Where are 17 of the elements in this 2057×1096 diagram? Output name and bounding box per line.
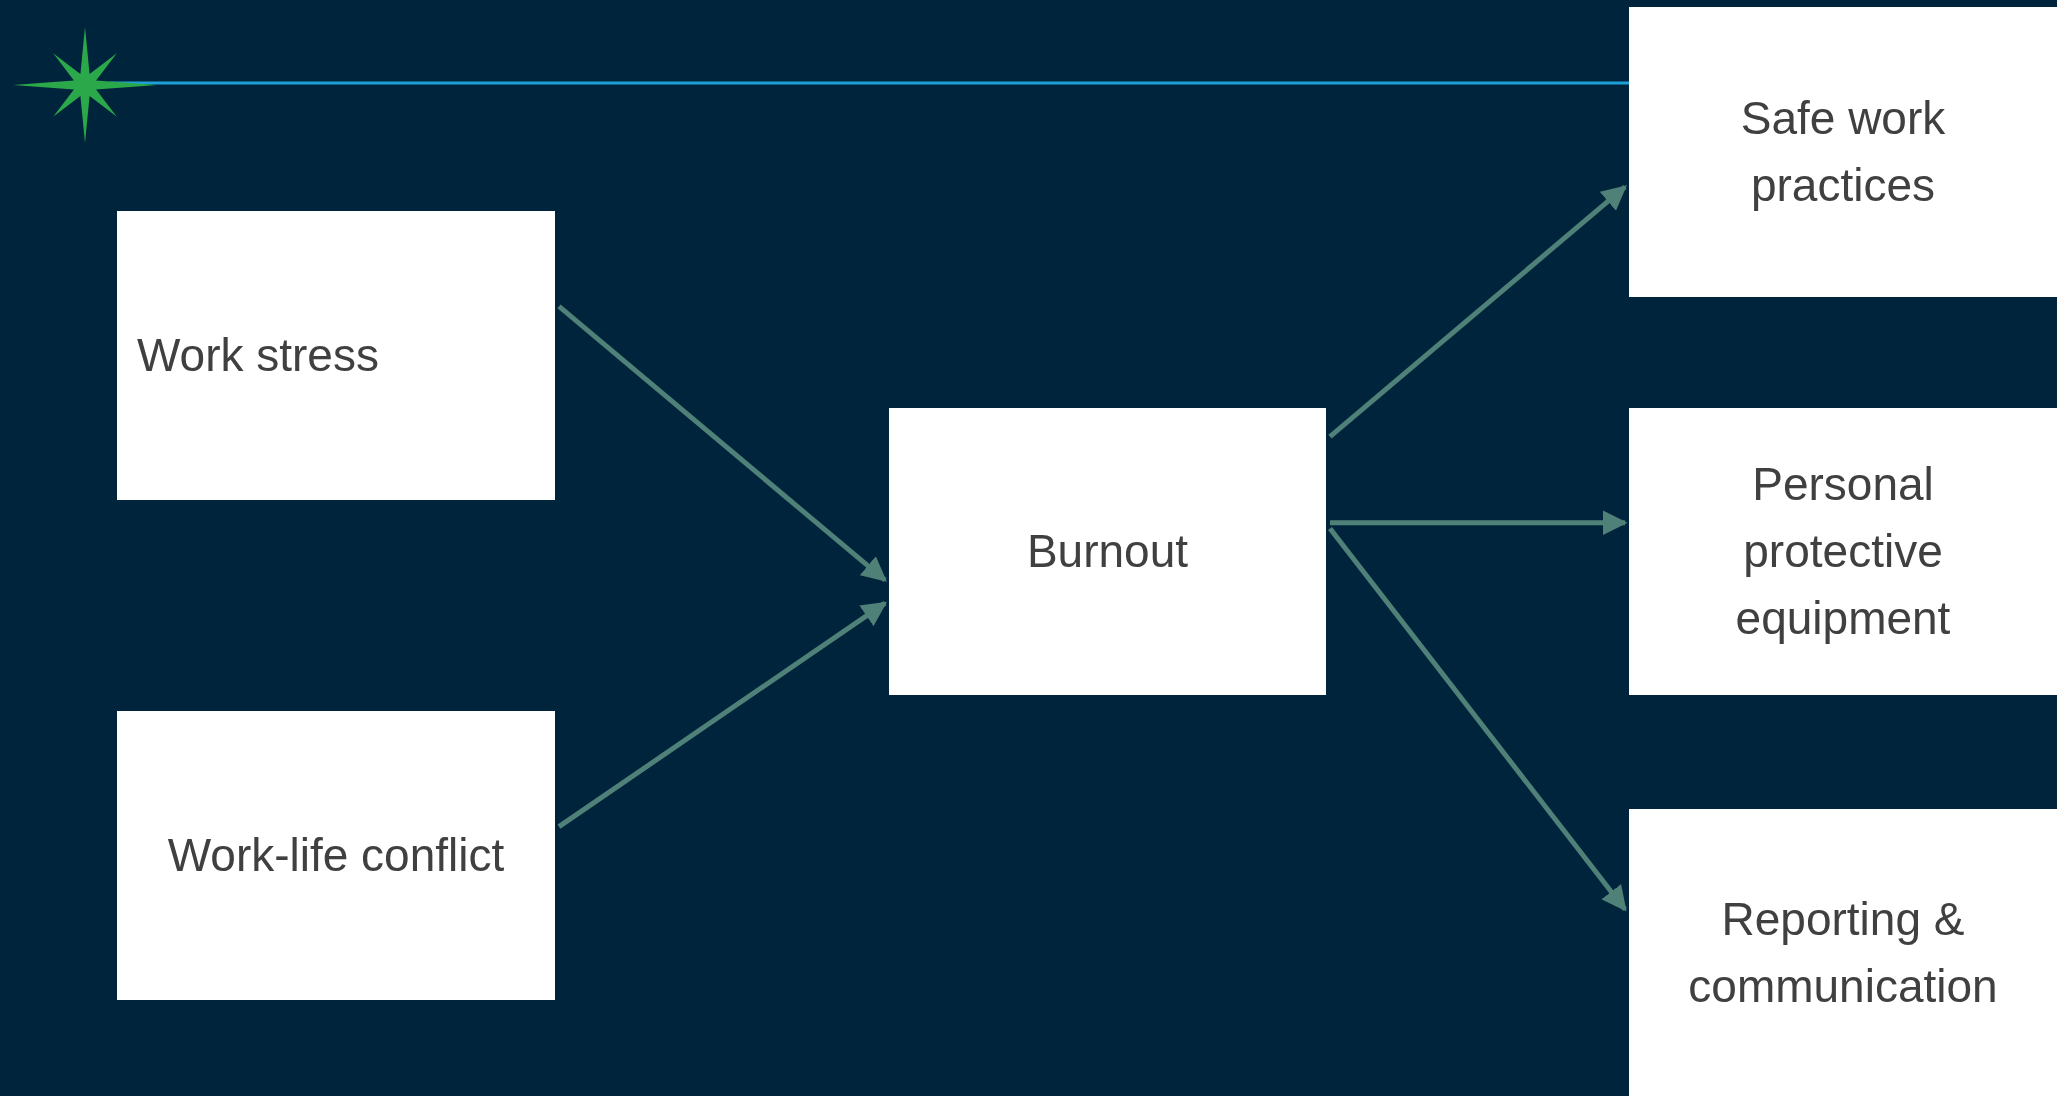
arrow [1328,527,1627,912]
node-label: Personal protective equipment [1734,457,1952,646]
node-label: Work stress [137,328,379,384]
text-box [1629,408,2057,695]
node-label: Reporting & communication [1687,891,1999,1014]
text-box [1629,7,2057,297]
node-label: Safe work practices [1739,91,1947,213]
text-box [117,211,555,500]
arrow [557,304,887,583]
text-box [117,711,555,1000]
arrow [557,601,888,829]
node-label: Work-life conflict [167,828,505,884]
text-box [1629,809,2057,1096]
arrow [1328,184,1627,439]
text-box [889,408,1326,695]
node-label: Burnout [1026,524,1189,580]
arrow [1330,510,1628,536]
